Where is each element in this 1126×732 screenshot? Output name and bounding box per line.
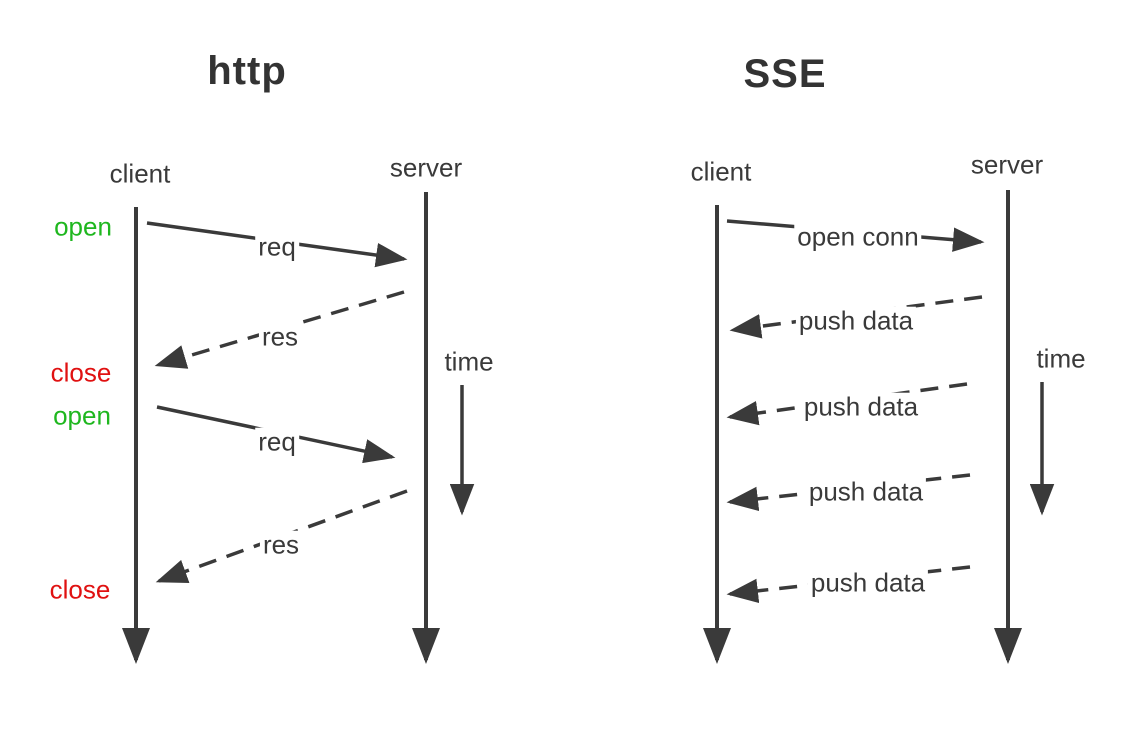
push-data-message-label-2: push data [800,393,922,422]
http-diagram-lines [122,192,475,664]
server-label: server [970,149,1044,180]
time-label: time [1036,343,1086,374]
close-state-label-2: close [49,574,111,605]
close-state-label-1: close [50,357,112,388]
push-data-message-label-1: push data [795,307,917,336]
client-label: client [109,158,171,189]
client-label: client [690,156,752,187]
open-state-label-1: open [54,211,112,242]
response-message-label-1: res [258,323,302,352]
request-message-label-2: req [255,428,299,457]
time-label: time [444,346,494,377]
response-message-label-2: res [259,531,303,560]
open-state-label-2: open [53,400,111,431]
sse-title: SSE [743,52,827,96]
request-message-label-1: req [255,233,299,262]
open-conn-message-label: open conn [794,223,922,252]
server-label: server [389,152,463,183]
http-title: http [207,49,287,93]
push-data-message-label-4: push data [807,569,929,598]
push-data-message-label-3: push data [805,478,927,507]
